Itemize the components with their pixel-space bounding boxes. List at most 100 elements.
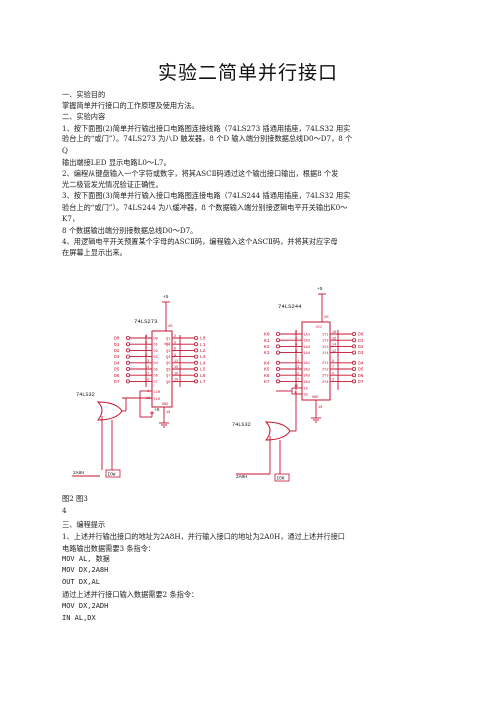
pin-number: 9 [174, 354, 176, 358]
terminal-dot [126, 354, 131, 359]
output-label: D1 [358, 338, 364, 344]
output-label: L2 [200, 348, 206, 354]
terminal-dot [351, 373, 356, 378]
input-label: K5 [264, 367, 270, 373]
input-label: K2 [264, 344, 270, 350]
code-line: IN AL,DX [62, 614, 96, 622]
terminal-dot [194, 373, 199, 378]
text-line: 4、用逻辑电平开关预置某个字母的ASCⅡ码，编程输入这个ASCⅡ码，并将其对应字… [62, 237, 338, 246]
terminal-dot [126, 360, 131, 365]
pin-name: D2 [154, 350, 158, 354]
terminal-dot [351, 338, 356, 343]
pin-name: D6 [154, 375, 158, 379]
vcc-pin-name: VCC [316, 326, 322, 330]
address-label: 2A8H [73, 470, 84, 476]
terminal-dot [275, 367, 280, 372]
terminal-dot [126, 367, 131, 372]
input-label: K4 [264, 360, 270, 366]
pin-number: 5 [174, 341, 176, 345]
pin-name: Q8 [166, 381, 170, 385]
pin-number: 13 [145, 360, 149, 364]
pin-number: 14 [145, 366, 149, 370]
pin-number: 20 [168, 325, 173, 329]
text-line: 验台上的“或门”）。74LS273 为八D 触发器，8 个D 输入端分别接数据总… [62, 134, 353, 143]
chip-name-label: 74LS273 [134, 318, 158, 325]
input-label: K6 [264, 373, 270, 379]
terminal-dot [126, 342, 131, 347]
output-label: D5 [358, 367, 364, 373]
input-label: D7 [114, 379, 120, 385]
input-label: D1 [114, 342, 120, 348]
signal-box [105, 469, 121, 478]
pin-number: 7 [332, 366, 334, 370]
chip-name-label: 74LS244 [278, 303, 302, 310]
pin-name: 2Y1 [322, 362, 328, 366]
output-label: L5 [200, 367, 206, 373]
pin-name: D4 [154, 362, 158, 366]
text-line: 图2 图3 [62, 494, 88, 503]
gnd-pin-name: GND [162, 403, 168, 407]
pin-number: 19 [294, 385, 298, 389]
pin-name: 1Y4 [322, 352, 328, 356]
output-label: D7 [358, 379, 364, 385]
text-line: 8 个数据输出端分别接数据总线D0～D7。 [62, 226, 198, 235]
page-title: 实验二简单并行接口 [157, 62, 338, 84]
text-line: 4 [62, 506, 67, 515]
terminal-dot [275, 373, 280, 378]
terminal-dot [126, 379, 131, 384]
text-line: 三、编程提示 [62, 520, 106, 529]
gate-name-label: 74LS32 [232, 422, 251, 428]
pin-name: 1A1 [304, 333, 310, 337]
signal-label: IOR [277, 477, 285, 482]
code-line: MOV DX,2A8H [62, 566, 109, 574]
text-line: 验台上的“或门”）。74LS244 为八缓冲器，8 个数据输入端分别接逻辑电平开… [62, 203, 348, 212]
pin-name: D3 [154, 356, 158, 360]
terminal-dot [351, 360, 356, 365]
pin-number: 15 [174, 366, 178, 370]
circuit-schematic: 74LS273+520VCCD03D0Q12L0D14D1Q25L1D27D2Q… [72, 286, 364, 482]
text-line: 1、上述并行输出接口的地址为2A8H，并行输入接口的地址为2A0H，通过上述并行… [62, 532, 345, 541]
terminal-dot [194, 354, 199, 359]
output-label: D6 [358, 373, 364, 379]
pin-name: Q3 [166, 350, 170, 354]
pin-name: D1 [154, 344, 158, 348]
pin-number: 1 [294, 391, 296, 395]
pin-number: 15 [295, 372, 299, 376]
output-label: D0 [358, 332, 364, 338]
pin-number: 10 [318, 406, 322, 410]
input-label: D2 [114, 348, 120, 354]
output-label: L1 [200, 342, 206, 348]
pin-name: Q2 [166, 344, 170, 348]
code-line: OUT DX,AL [62, 578, 100, 586]
terminal-dot [126, 348, 131, 353]
terminal-dot [194, 342, 199, 347]
text-line: 1、按下面图(2)简单并行输出接口电路图连接线路（74LS273 插通用插座，7… [62, 124, 351, 133]
terminal-dot [126, 336, 131, 341]
terminal-dot [194, 367, 199, 372]
text-line: 输出端接LED 显示电路L0～L7。 [62, 158, 171, 167]
pin-number: 5 [332, 372, 334, 376]
pin-number: 16 [332, 337, 336, 341]
clr-supply-label: +5 [154, 407, 160, 413]
pin-name: 1A4 [304, 352, 310, 356]
pin-number: 12 [174, 360, 178, 364]
terminal-dot [351, 350, 356, 355]
signal-box [274, 473, 290, 482]
pin-name: D7 [154, 381, 158, 385]
vcc-label: +5 [317, 286, 323, 292]
pin-name: 2A4 [304, 381, 310, 385]
pin-name: Q1 [166, 337, 170, 341]
terminal-dot [194, 360, 199, 365]
text-line: Q [62, 146, 68, 155]
input-label: D3 [114, 354, 120, 360]
pin-number: 18 [332, 331, 336, 335]
text-line: 电路输出数据需要3 条指令： [62, 544, 156, 553]
pin-number: 16 [174, 372, 178, 376]
pin-number: 11 [295, 360, 299, 364]
pin-name: 2Y4 [322, 381, 328, 385]
pin-name: 2A3 [304, 375, 310, 379]
pin-number: 19 [174, 379, 178, 383]
text-line: 通过上述并行接口输入数据需要2 条指令： [62, 590, 199, 599]
input-label: D4 [114, 360, 120, 366]
terminal-dot [275, 379, 280, 384]
